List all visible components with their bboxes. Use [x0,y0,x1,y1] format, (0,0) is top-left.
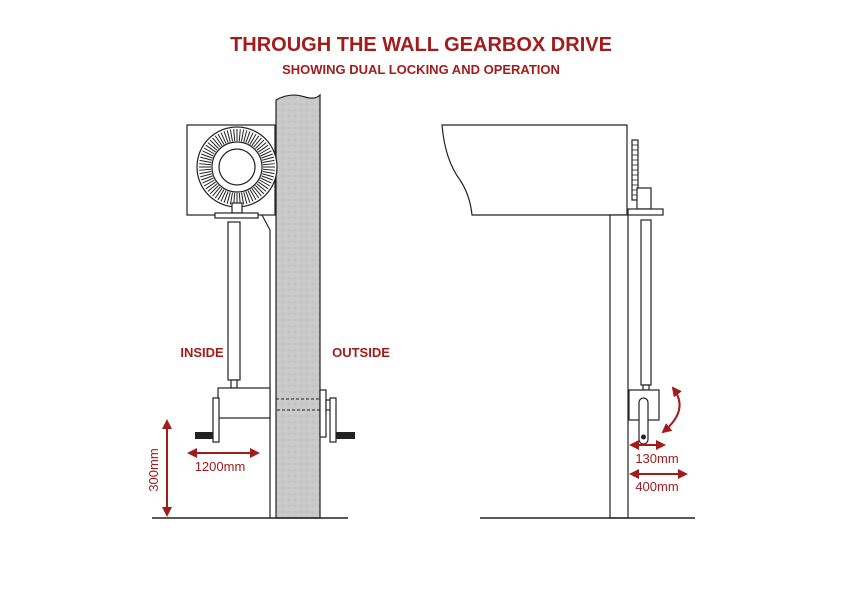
inside-clearance-label: 1200mm [195,459,246,474]
wall [275,93,321,519]
lower-gearbox [217,387,271,419]
outside-label: OUTSIDE [332,345,390,360]
large-clearance-label: 400mm [635,479,678,494]
through-wall-shaft [275,398,321,411]
inside-crank-handle [195,432,213,439]
rotation-arrow [661,386,682,434]
side-drive-shaft [640,219,652,386]
small-clearance-label: 130mm [635,451,678,466]
height-dimension-label: 300mm [146,448,161,491]
outside-crank-plate [329,397,337,443]
door-head-box [441,124,628,216]
gearbox-housing [186,124,278,219]
diagram-subtitle: SHOWING DUAL LOCKING AND OPERATION [282,62,560,77]
inside-label: INSIDE [180,345,224,360]
front-view: INSIDE OUTSIDE 300mm 1200mm [146,93,390,519]
door-post [609,214,629,519]
inside-crank-plate [212,397,220,443]
side-view: 130mm 400mm [441,124,695,519]
outside-crank-handle [336,432,355,439]
drive-shaft-tube [227,221,241,381]
diagram-title: THROUGH THE WALL GEARBOX DRIVE [230,34,612,56]
